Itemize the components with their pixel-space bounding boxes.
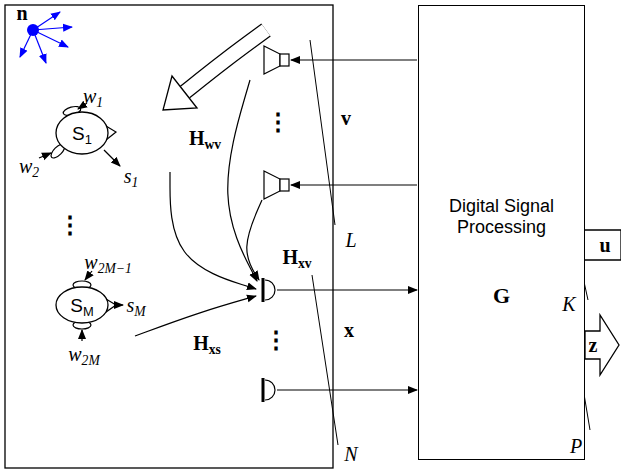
microphone-signal: [277, 389, 417, 390]
output-arrow: [585, 315, 619, 375]
noise-ray: [33, 12, 60, 30]
speech-output-arrow: [117, 304, 123, 305]
noise-ray: [20, 30, 33, 57]
ear-signal-label: w1: [83, 86, 103, 106]
microphone-signal: [277, 289, 417, 290]
channel-count: N: [344, 444, 357, 464]
channel-count: P: [570, 436, 582, 456]
listener-head: SM: [55, 286, 109, 324]
ear-input-arrow: [81, 330, 82, 341]
source-signal-label: s1: [124, 166, 139, 186]
loudspeaker-feed: [291, 184, 417, 185]
ear-signal-label: w2M−1: [84, 252, 131, 272]
hollow-arrow-body: [185, 30, 266, 92]
ellipsis: ⋮: [266, 110, 290, 134]
bus-width-slash: [312, 275, 338, 445]
bus-width-slash: [310, 40, 335, 225]
microphone-body: [265, 380, 275, 400]
channel-count: L: [345, 230, 356, 250]
noise-ray: [33, 30, 46, 63]
signal-vector-label: u: [599, 235, 610, 255]
transfer-path-label: Hxs: [193, 333, 221, 353]
ellipsis: ⋮: [264, 328, 288, 352]
listener-head: S1: [55, 111, 109, 155]
speech-output-arrow: [104, 150, 120, 166]
transfer-path-label: Hwv: [189, 128, 221, 148]
ear-signal-label: w2M: [68, 344, 99, 364]
acoustic-path: [170, 172, 256, 289]
acoustic-path: [228, 80, 257, 281]
loudspeaker-cone: [264, 171, 280, 199]
signal-vector-label: x: [344, 320, 354, 340]
acoustic-path: [135, 296, 256, 336]
acoustic-path: [247, 200, 262, 280]
hollow-arrow-head: [163, 76, 197, 110]
loudspeaker-feed: [291, 59, 417, 60]
noise-symbol: n: [16, 3, 27, 23]
microphone-body: [265, 280, 275, 300]
head-outline: [56, 112, 108, 154]
ellipsis: ⋮: [58, 213, 82, 237]
room-outline: [5, 5, 333, 468]
microphone-membrane: [262, 278, 265, 302]
noise-ray: [33, 27, 72, 30]
source-signal-label: sM: [126, 295, 145, 315]
transfer-path-label: Hxv: [282, 247, 311, 267]
loudspeaker-body: [280, 54, 289, 66]
talker-label: SM: [70, 296, 93, 315]
loudspeaker-cone: [264, 46, 280, 74]
microphone-membrane: [262, 378, 265, 402]
channel-count: K: [562, 294, 575, 314]
signal-vector-label: v: [341, 108, 351, 128]
processing-block: Digital Signal ProcessingG: [418, 5, 585, 460]
transfer-matrix-symbol: G: [493, 283, 510, 309]
ear-input-arrow: [39, 153, 51, 158]
talker-label: S1: [72, 124, 92, 143]
hollow-arrow-outline: [185, 30, 266, 92]
loudspeaker-body: [280, 179, 289, 191]
block-title: Digital Signal Processing: [446, 196, 558, 238]
ear-signal-label: w2: [19, 156, 39, 176]
head-outline: [56, 287, 108, 323]
signal-vector-label: z: [589, 335, 598, 355]
